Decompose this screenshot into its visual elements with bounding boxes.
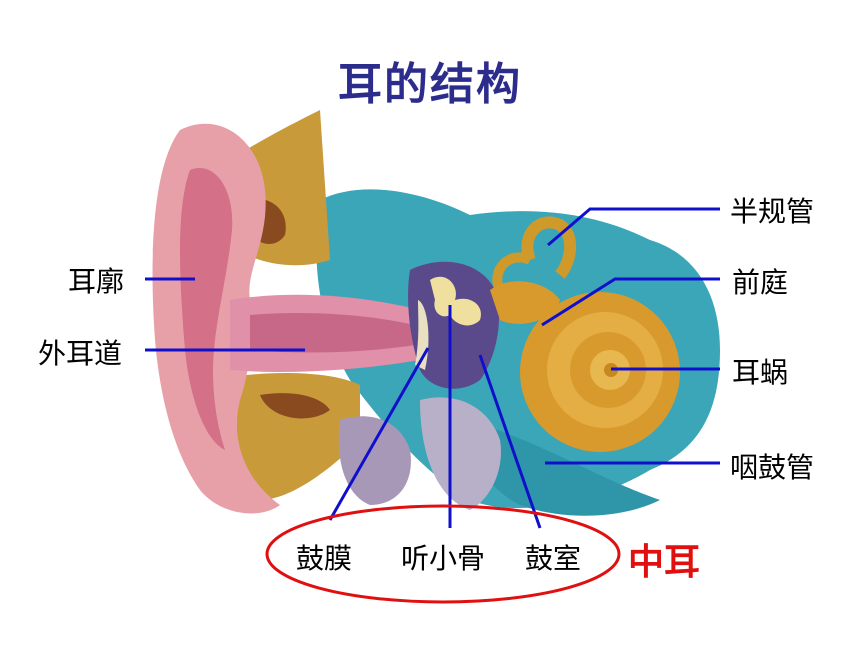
label-eustachian-tube: 咽鼓管 (730, 451, 815, 484)
tympanic-cavity-shape (408, 261, 500, 389)
label-vestibule: 前庭 (732, 266, 789, 299)
semicircular-canal-shape (521, 216, 577, 279)
label-semicircular-canals: 半规管 (730, 195, 815, 228)
label-pinna: 耳廓 (68, 265, 125, 298)
label-eardrum: 鼓膜 (296, 542, 353, 575)
label-tympanic-cavity: 鼓室 (525, 542, 582, 575)
label-ear-canal: 外耳道 (38, 337, 123, 370)
leader-vestibule (541, 277, 720, 327)
label-ossicles: 听小骨 (401, 542, 486, 575)
leader-eardrum (328, 347, 430, 521)
label-middle-ear: 中耳 (628, 542, 701, 583)
leader-tympanic-cavity (478, 354, 542, 529)
label-cochlea: 耳蜗 (732, 356, 789, 389)
ossicles-shape (430, 276, 481, 326)
eustachian-tube-shape (420, 397, 501, 510)
middle-ear-ellipse (265, 504, 621, 604)
diagram-title: 耳的结构 (338, 59, 522, 110)
leader-semicircular-canals (547, 207, 720, 247)
vestibule-shape (490, 281, 560, 324)
